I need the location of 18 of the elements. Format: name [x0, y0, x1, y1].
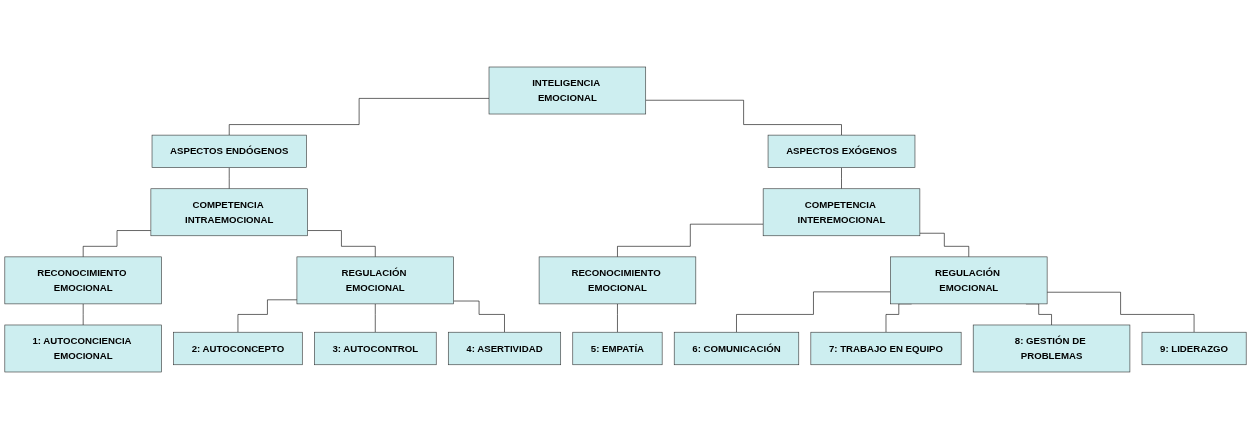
node-box: RECONOCIMIENTO EMOCIONAL: [4, 256, 162, 305]
node-box: ASPECTOS EXÓGENOS: [767, 134, 916, 168]
node-box: 3: AUTOCONTROL: [314, 331, 437, 366]
node-box: 4: ASERTIVIDAD: [447, 331, 561, 366]
node-box: RECONOCIMIENTO EMOCIONAL: [538, 256, 697, 305]
node-box: ASPECTOS ENDÓGENOS: [151, 134, 307, 168]
node-box: COMPETENCIA INTEREMOCIONAL: [762, 188, 921, 237]
node-box: INTELIGENCIA EMOCIONAL: [488, 66, 647, 115]
node-box: REGULACIÓN EMOCIONAL: [296, 256, 454, 305]
node-box: 7: TRABAJO EN EQUIPO: [810, 331, 962, 366]
node-box: COMPETENCIA INTRAEMOCIONAL: [150, 188, 308, 237]
node-box: 2: AUTOCONCEPTO: [173, 331, 303, 366]
node-box: 9: LIDERAZGO: [1141, 331, 1247, 366]
node-box: 6: COMUNICACIÓN: [673, 331, 800, 366]
node-box: 5: EMPATÍA: [572, 331, 663, 366]
node-box: 1: AUTOCONCIENCIA EMOCIONAL: [4, 324, 162, 373]
node-box: REGULACIÓN EMOCIONAL: [890, 256, 1048, 305]
node-box: 8: GESTIÓN DE PROBLEMAS: [972, 324, 1131, 373]
